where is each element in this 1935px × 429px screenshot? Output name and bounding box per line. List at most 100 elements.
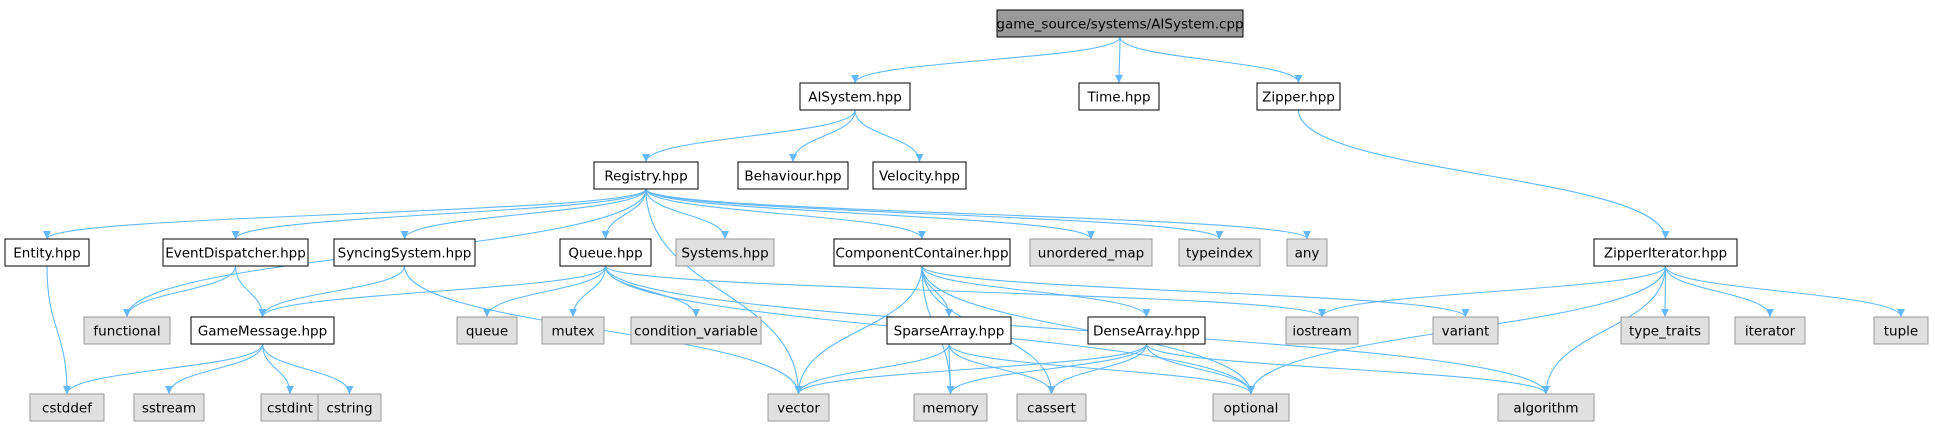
node-typeindex: typeindex	[1178, 238, 1261, 267]
node-zipperiterator[interactable]: ZipperIterator.hpp	[1593, 238, 1738, 267]
node-box	[833, 238, 1011, 267]
edge-sparsearray-to-memory	[946, 343, 955, 395]
edge-densearray-to-memory	[946, 343, 1148, 395]
node-label: SyncingSystem.hpp	[338, 246, 472, 262]
node-sparsearray[interactable]: SparseArray.hpp	[886, 316, 1012, 345]
edge-root-to-zipper	[1119, 36, 1303, 84]
node-box	[1078, 82, 1160, 111]
node-sstream: sstream	[133, 393, 205, 422]
node-box	[1256, 82, 1341, 111]
node-label: condition_variable	[634, 324, 758, 340]
node-box	[29, 393, 105, 422]
node-eventdispatcher[interactable]: EventDispatcher.hpp	[162, 238, 309, 267]
node-box	[456, 316, 518, 345]
node-iostream: iostream	[1285, 316, 1359, 345]
node-box	[1212, 393, 1290, 422]
node-label: cstring	[326, 401, 372, 417]
edge-componentcontainer-to-optional	[921, 265, 1255, 395]
node-variant: variant	[1432, 316, 1499, 345]
node-any: any	[1286, 238, 1328, 267]
node-box	[593, 161, 699, 190]
node-box	[133, 393, 205, 422]
edge-registry-to-entity	[43, 188, 647, 240]
node-label: Zipper.hpp	[1262, 90, 1335, 106]
node-box	[190, 316, 335, 345]
edge-densearray-to-vector	[794, 343, 1148, 395]
node-queue-hpp[interactable]: Queue.hpp	[559, 238, 652, 267]
node-componentcontainer[interactable]: ComponentContainer.hpp	[833, 238, 1011, 267]
edges-layer	[43, 36, 1905, 395]
node-box	[872, 161, 967, 190]
edge-zipperiterator-to-algorithm	[1542, 265, 1667, 395]
node-tuple: tuple	[1873, 316, 1929, 345]
node-algorithm: algorithm	[1497, 393, 1595, 422]
node-box	[996, 9, 1244, 38]
node-label: Registry.hpp	[604, 169, 687, 185]
node-label: Queue.hpp	[568, 246, 642, 262]
node-cassert: cassert	[1016, 393, 1087, 422]
node-label: DenseArray.hpp	[1093, 324, 1200, 340]
edge-aisystem-to-velocity	[854, 109, 924, 163]
edge-componentcontainer-to-sparsearray	[921, 265, 953, 318]
node-label: EventDispatcher.hpp	[165, 246, 306, 262]
node-label: cstdint	[267, 401, 313, 417]
node-behaviour[interactable]: Behaviour.hpp	[737, 161, 849, 190]
node-box	[886, 316, 1012, 345]
edge-registry-to-eventdispatcher	[231, 188, 647, 240]
node-velocity[interactable]: Velocity.hpp	[872, 161, 967, 190]
node-entity[interactable]: Entity.hpp	[4, 238, 90, 267]
node-time[interactable]: Time.hpp	[1078, 82, 1160, 111]
node-box	[799, 82, 911, 111]
node-syncingsystem[interactable]: SyncingSystem.hpp	[333, 238, 476, 267]
node-registry[interactable]: Registry.hpp	[593, 161, 699, 190]
edge-gamemessage-to-sstream	[165, 343, 264, 395]
node-aisystem[interactable]: AISystem.hpp	[799, 82, 911, 111]
node-densearray[interactable]: DenseArray.hpp	[1087, 316, 1206, 345]
node-label: mutex	[551, 324, 594, 340]
node-box	[913, 393, 988, 422]
node-label: vector	[777, 401, 820, 417]
node-label: game_source/systems/AISystem.cpp	[996, 17, 1243, 33]
edge-entity-to-cstddef	[46, 265, 71, 395]
edge-zipperiterator-to-tuple	[1664, 265, 1905, 318]
node-box	[1178, 238, 1261, 267]
edge-registry-to-queue-hpp	[601, 188, 647, 240]
edge-registry-to-componentcontainer	[645, 188, 926, 240]
node-iterator: iterator	[1734, 316, 1806, 345]
node-label: any	[1295, 246, 1320, 262]
edge-densearray-to-algorithm	[1145, 343, 1550, 395]
node-label: iterator	[1745, 324, 1796, 340]
node-box	[541, 316, 605, 345]
node-label: functional	[93, 324, 160, 340]
node-systems: Systems.hpp	[675, 238, 775, 267]
node-box	[83, 316, 171, 345]
node-label: Systems.hpp	[681, 246, 768, 262]
node-cstdint: cstdint	[260, 393, 320, 422]
edge-registry-to-syncingsystem	[400, 188, 647, 240]
node-unordered-map: unordered_map	[1029, 238, 1153, 267]
node-label: Time.hpp	[1086, 90, 1150, 106]
node-box	[1087, 316, 1206, 345]
node-box	[737, 161, 849, 190]
node-label: unordered_map	[1038, 246, 1144, 262]
node-queue: queue	[456, 316, 518, 345]
node-zipper[interactable]: Zipper.hpp	[1256, 82, 1341, 111]
edge-queue-hpp-to-queue	[483, 265, 607, 318]
node-mutex: mutex	[541, 316, 605, 345]
node-gamemessage[interactable]: GameMessage.hpp	[190, 316, 335, 345]
edge-root-to-time	[1115, 36, 1124, 84]
node-label: iostream	[1292, 324, 1351, 340]
edge-sparsearray-to-cassert	[948, 343, 1056, 395]
edge-componentcontainer-to-vector	[794, 265, 923, 395]
edge-registry-to-systems	[645, 188, 729, 240]
edge-densearray-to-cassert	[1047, 343, 1148, 395]
node-label: optional	[1224, 401, 1279, 417]
edge-gamemessage-to-cstddef	[63, 343, 264, 395]
node-cstddef: cstddef	[29, 393, 105, 422]
node-optional: optional	[1212, 393, 1290, 422]
node-label: Entity.hpp	[13, 246, 80, 262]
edge-componentcontainer-to-variant	[921, 265, 1470, 318]
node-box	[630, 316, 762, 345]
node-root[interactable]: game_source/systems/AISystem.cpp	[996, 9, 1244, 38]
